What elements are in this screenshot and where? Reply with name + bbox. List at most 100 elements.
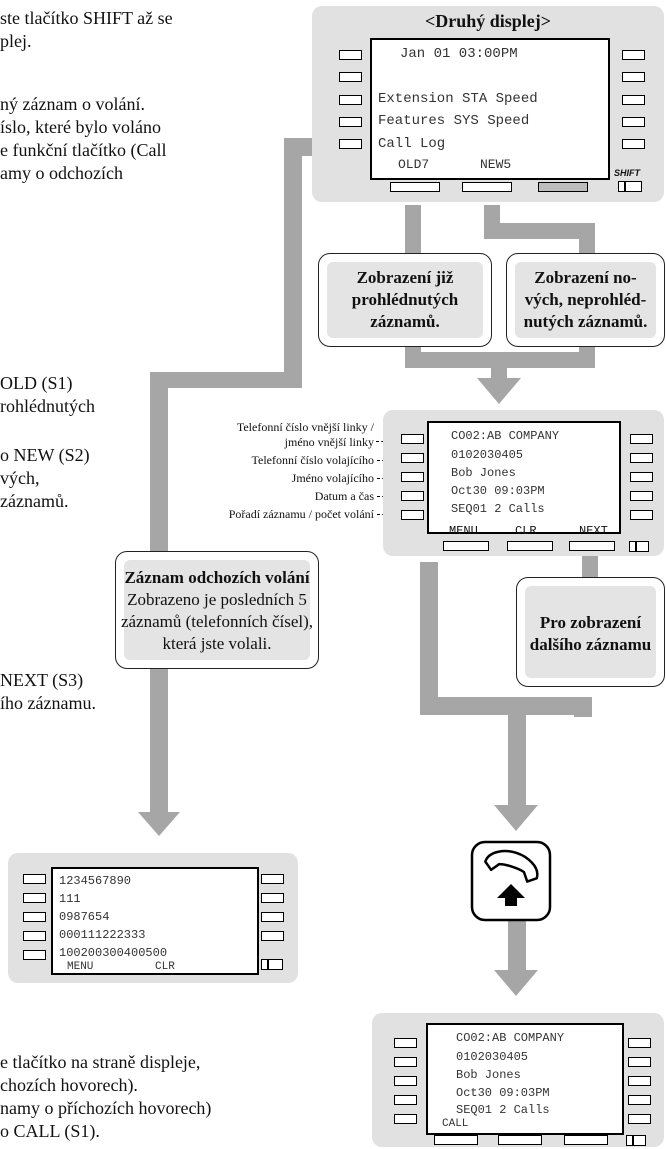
shift-button[interactable] xyxy=(618,181,642,192)
line-button[interactable] xyxy=(394,1114,417,1124)
softkey-s3-button[interactable] xyxy=(564,1135,608,1145)
display-panel-outgoing: 1234567890 111 0987654 000111222333 1002… xyxy=(8,853,298,983)
display-screen: Jan 01 03:00PM Extension STA Speed Featu… xyxy=(370,38,610,180)
softkey-s2-button[interactable] xyxy=(498,1135,542,1145)
outgoing-number-3: 0987654 xyxy=(59,910,110,924)
line-button[interactable] xyxy=(628,1038,651,1048)
softkey-s1-button[interactable] xyxy=(390,182,440,192)
line-button[interactable] xyxy=(23,893,46,903)
softkey-s3-button[interactable] xyxy=(538,182,588,192)
line-button[interactable] xyxy=(339,95,362,105)
line-button[interactable] xyxy=(261,893,284,903)
softkey-label-old: OLD7 xyxy=(398,157,430,172)
connector xyxy=(420,562,438,714)
line-button[interactable] xyxy=(339,139,362,149)
softkey-label-menu: MENU xyxy=(449,524,478,538)
display-line-4: Features SYS Speed xyxy=(378,113,530,129)
line-button[interactable] xyxy=(622,95,645,105)
line-button[interactable] xyxy=(339,72,362,82)
display-field-labels: Telefonní číslo vnější linky / jméno vně… xyxy=(150,418,374,521)
connector xyxy=(405,205,421,257)
line-button[interactable] xyxy=(401,472,424,482)
line-button[interactable] xyxy=(630,491,653,501)
line-button[interactable] xyxy=(401,434,424,444)
line-button[interactable] xyxy=(622,50,645,60)
line-button[interactable] xyxy=(622,117,645,127)
softkey-s1-button[interactable] xyxy=(434,1135,478,1145)
line-button[interactable] xyxy=(261,931,284,941)
softkey-s3-button[interactable] xyxy=(569,541,615,551)
connector xyxy=(574,697,592,717)
line-button[interactable] xyxy=(394,1038,417,1048)
line-button[interactable] xyxy=(394,1095,417,1105)
instruction-text-6: e tlačítko na straně displeje,chozích ho… xyxy=(0,1052,212,1141)
instruction-text-3: OLD (S1)rohlédnutých xyxy=(0,373,95,416)
line-button[interactable] xyxy=(339,50,362,60)
display-line-2: 0102030405 xyxy=(451,448,524,462)
line-button[interactable] xyxy=(339,117,362,127)
softkey-label-new: NEW5 xyxy=(480,157,512,172)
shift-button[interactable] xyxy=(626,1135,646,1146)
shift-button[interactable] xyxy=(261,959,283,970)
display-line-1: Jan 01 03:00PM xyxy=(400,46,518,62)
line-button[interactable] xyxy=(622,72,645,82)
line-button[interactable] xyxy=(630,510,653,520)
line-button[interactable] xyxy=(23,912,46,922)
display-panel-second: <Druhý displej> Jan 01 03:00PM Extension… xyxy=(312,6,664,202)
line-button[interactable] xyxy=(401,510,424,520)
line-button[interactable] xyxy=(401,453,424,463)
display-panel-call-record: CO02:AB COMPANY 0102030405 Bob Jones Oct… xyxy=(383,410,664,556)
display-line-4: Oct30 09:03PM xyxy=(451,484,545,498)
instruction-text-2: ný záznam o volání.íslo, které bylo volá… xyxy=(0,94,167,183)
connector xyxy=(150,372,302,388)
line-button[interactable] xyxy=(261,912,284,922)
instruction-text-5: NEXT (S3)ího záznamu. xyxy=(0,670,96,713)
connector xyxy=(284,138,302,388)
line-button[interactable] xyxy=(622,139,645,149)
display-line-1: CO02:AB COMPANY xyxy=(451,429,560,443)
label-outer-line-name: jméno vnější linky xyxy=(284,435,374,449)
line-button[interactable] xyxy=(628,1095,651,1105)
line-button[interactable] xyxy=(628,1076,651,1086)
softkey-s1-button[interactable] xyxy=(443,541,489,551)
connector xyxy=(579,223,595,257)
line-button[interactable] xyxy=(23,874,46,884)
line-button[interactable] xyxy=(628,1114,651,1124)
softkey-s2-button[interactable] xyxy=(507,541,553,551)
callout-title: Záznam odchozích volání xyxy=(124,568,310,587)
softkey-s2-button[interactable] xyxy=(462,182,512,192)
line-button[interactable] xyxy=(630,434,653,444)
line-button[interactable] xyxy=(394,1076,417,1086)
phone-offhook-icon xyxy=(470,840,552,922)
line-button[interactable] xyxy=(261,874,284,884)
display-line-5: Call Log xyxy=(378,136,446,152)
line-button[interactable] xyxy=(23,950,46,960)
connector xyxy=(484,223,594,239)
arrow-down-icon xyxy=(477,378,521,404)
display-screen: CO02:AB COMPANY 0102030405 Bob Jones Oct… xyxy=(427,421,621,534)
line-button[interactable] xyxy=(401,491,424,501)
display-line-5: SEQ01 2 Calls xyxy=(456,1103,550,1117)
callout-outgoing-log: Záznam odchozích volání Zobrazeno je pos… xyxy=(115,551,319,669)
connector xyxy=(508,921,526,973)
line-button[interactable] xyxy=(630,453,653,463)
arrow-down-icon xyxy=(138,812,180,836)
display-screen: 1234567890 111 0987654 000111222333 1002… xyxy=(51,867,259,975)
line-button[interactable] xyxy=(23,931,46,941)
label-outer-line: Telefonní číslo vnější linky / xyxy=(236,420,374,434)
arrow-down-icon xyxy=(494,805,538,831)
softkey-label-menu: MENU xyxy=(67,961,94,973)
display-screen: CO02:AB COMPANY 0102030405 Bob Jones Oct… xyxy=(426,1023,624,1135)
arrow-down-icon xyxy=(494,970,538,996)
line-button[interactable] xyxy=(394,1057,417,1067)
line-button[interactable] xyxy=(628,1057,651,1067)
display-line-3: Extension STA Speed xyxy=(378,91,538,107)
line-button[interactable] xyxy=(630,472,653,482)
softkey-label-next: NEXT xyxy=(579,524,608,538)
shift-button[interactable] xyxy=(629,541,649,552)
display-header: <Druhý displej> xyxy=(424,11,552,31)
softkey-label-clr: CLR xyxy=(155,961,175,973)
outgoing-number-4: 000111222333 xyxy=(59,928,146,942)
display-line-3: Bob Jones xyxy=(451,466,516,480)
